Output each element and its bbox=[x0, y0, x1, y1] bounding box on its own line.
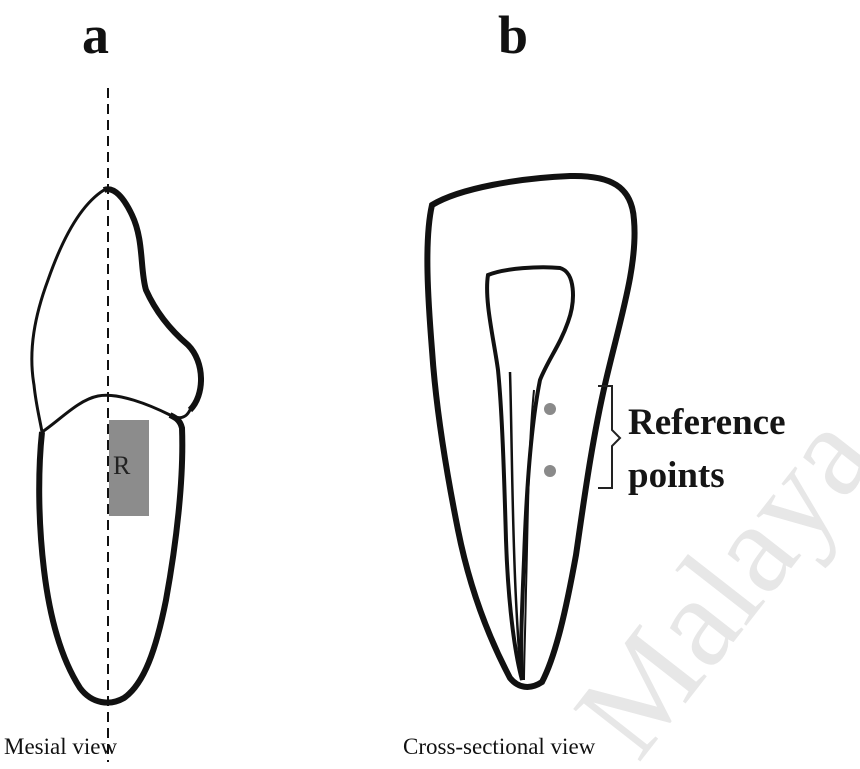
panel-a-letter: a bbox=[82, 8, 109, 62]
reference-point-lower bbox=[544, 465, 556, 477]
r-region-label: R bbox=[113, 451, 131, 480]
panel-b-caption: Cross-sectional view bbox=[403, 734, 595, 760]
reference-point-upper bbox=[544, 403, 556, 415]
panel-b-letter: b bbox=[498, 8, 528, 62]
panel-a-caption: Mesial view bbox=[4, 734, 117, 760]
reference-label-line2: points bbox=[628, 455, 725, 496]
crown-labial-edge bbox=[104, 189, 201, 410]
reference-label-line1: Reference bbox=[628, 402, 786, 443]
tooth-mesial-view: R bbox=[32, 88, 201, 762]
crown-outline bbox=[32, 189, 201, 432]
